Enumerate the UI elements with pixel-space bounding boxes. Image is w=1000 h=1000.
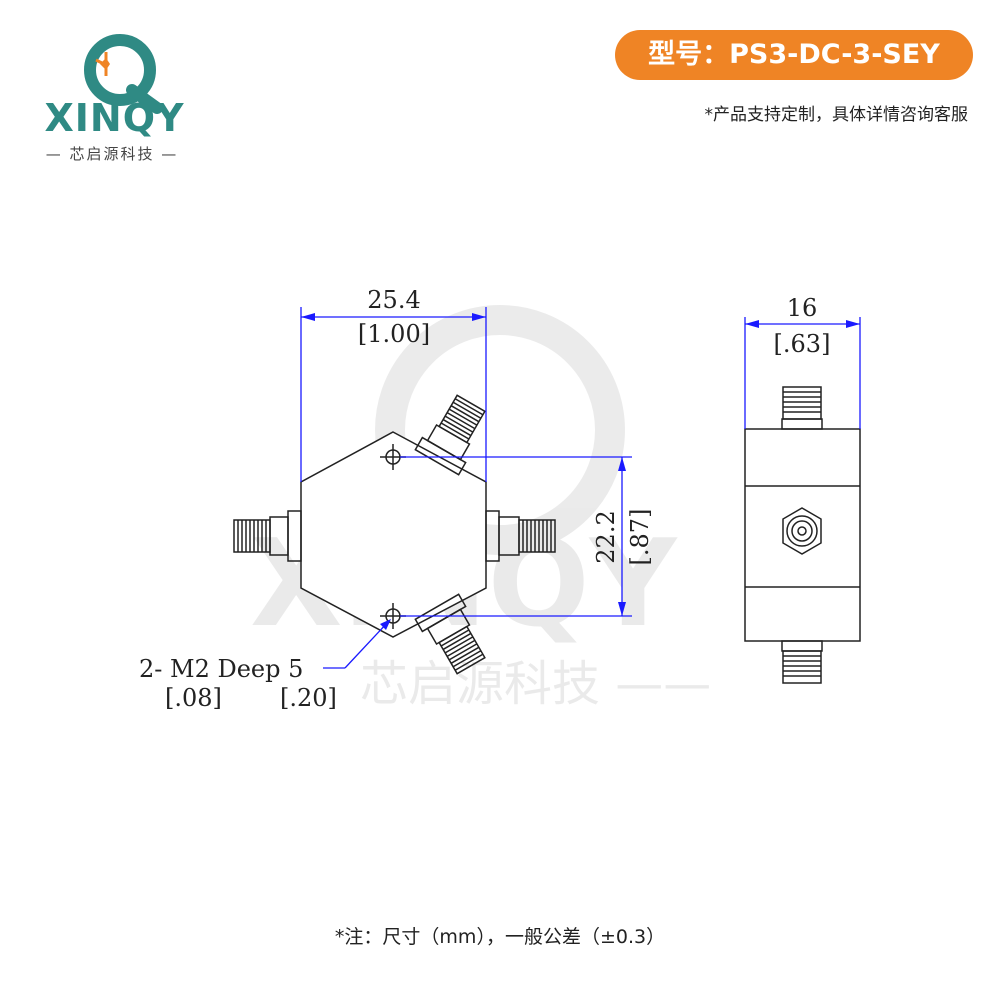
width-mm-label: 25.4	[367, 286, 420, 314]
side-bottom-thread	[782, 650, 822, 684]
brand-tagline: — 芯启源科技 —	[45, 145, 179, 163]
width-in-label: [1.00]	[358, 320, 430, 348]
side-front-connector-nut	[782, 507, 822, 555]
bottom-connector	[414, 593, 486, 675]
side-dimensions	[744, 317, 861, 429]
side-top-thread	[782, 386, 822, 420]
brand-name: XINQY	[44, 96, 185, 140]
hole-note-in-a: [.08]	[165, 684, 222, 712]
top-connector	[414, 394, 486, 476]
hole-spacing-mm-label: 22.2	[592, 510, 620, 563]
logo-icon	[84, 34, 163, 114]
hole-spacing-in-label: [.87]	[626, 509, 654, 566]
custom-note: *产品支持定制，具体详情咨询客服	[704, 105, 969, 125]
side-width-mm-label: 16	[787, 294, 818, 322]
hole-note-in-b: [.20]	[280, 684, 337, 712]
tolerance-note: *注：尺寸（mm），一般公差（±0.3）	[334, 926, 666, 948]
side-view	[744, 386, 861, 684]
model-badge: 型号：PS3-DC-3-SEY	[615, 30, 973, 80]
left-connector-thread	[233, 519, 271, 553]
side-width-in-label: [.63]	[774, 330, 831, 358]
right-connector-thread	[518, 519, 556, 553]
front-dimensions	[300, 307, 632, 669]
watermark-tagline: 芯启源科技 ——	[360, 656, 711, 712]
front-view	[233, 394, 556, 675]
hole-note-label: 2- M2 Deep 5	[139, 655, 303, 683]
